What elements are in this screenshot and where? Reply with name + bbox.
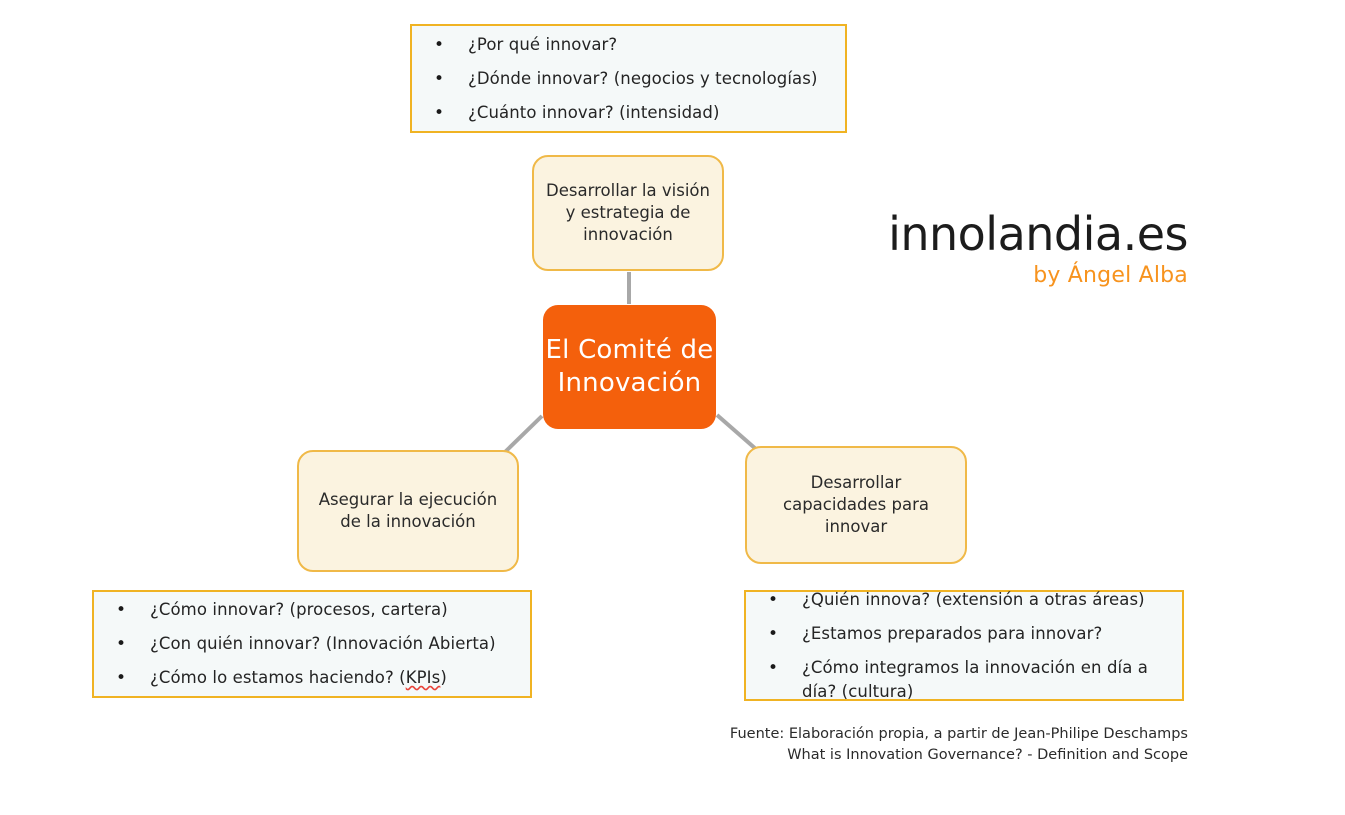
branch-node-capabilities-label: Desarrollar capacidades para innovar [783, 473, 929, 536]
list-item: • ¿Quién innova? (extensión a otras área… [746, 588, 1182, 612]
bullet-text: ¿Con quién innovar? (Innovación Abierta) [150, 634, 496, 653]
list-item: • ¿Con quién innovar? (Innovación Abiert… [94, 632, 530, 656]
bullet-text: ¿Estamos preparados para innovar? [802, 623, 1103, 643]
list-item: • ¿Cómo innovar? (procesos, cartera) [94, 598, 530, 622]
list-item: • ¿Cuánto innovar? (intensidad) [412, 101, 845, 125]
bullet-text: ¿Dónde innovar? (negocios y tecnologías) [468, 68, 818, 88]
bullet-icon: • [116, 634, 127, 654]
bullet-icon: • [434, 102, 445, 123]
connector-center-to-capabilities [715, 413, 759, 452]
bullet-text: ¿Cómo integramos la innovación en día a … [802, 657, 1148, 701]
bullet-text: ¿Quién innova? (extensión a otras áreas) [802, 589, 1145, 609]
bullet-text: ¿Cuánto innovar? (intensidad) [468, 102, 720, 122]
brand-byline: by Ángel Alba [1033, 263, 1188, 288]
misspelled-word: KPIs [405, 668, 441, 687]
branch-node-execution[interactable]: Asegurar la ejecución de la innovación [297, 450, 519, 572]
list-item: • ¿Cómo lo estamos haciendo? (KPIs) [94, 666, 530, 690]
branch-node-vision[interactable]: Desarrollar la visión y estrategia de in… [532, 155, 724, 271]
bullet-icon: • [116, 668, 127, 688]
branch-node-capabilities[interactable]: Desarrollar capacidades para innovar [745, 446, 967, 564]
center-node-innovation-committee[interactable]: El Comité de Innovación [543, 305, 716, 429]
bullet-text-prefix: ¿Cómo lo estamos haciendo? ( [150, 668, 406, 687]
branch-node-execution-label: Asegurar la ejecución de la innovación [318, 490, 498, 531]
bullet-icon: • [768, 589, 779, 610]
bullet-icon: • [116, 600, 127, 620]
source-caption-line2: What is Innovation Governance? - Definit… [787, 747, 1188, 763]
source-caption-line1: Fuente: Elaboración propia, a partir de … [729, 726, 1188, 742]
bullet-text: ¿Por qué innovar? [468, 34, 618, 54]
bullet-box-bottom-right: • ¿Quién innova? (extensión a otras área… [744, 590, 1184, 701]
brand-name: innolandia.es [888, 207, 1188, 261]
list-item: • ¿Dónde innovar? (negocios y tecnología… [412, 67, 845, 91]
bullet-icon: • [768, 657, 779, 678]
list-item: • ¿Cómo integramos la innovación en día … [746, 656, 1182, 704]
bullet-box-bottom-left: • ¿Cómo innovar? (procesos, cartera) • ¿… [92, 590, 532, 698]
bullet-icon: • [768, 623, 779, 644]
connector-center-to-execution [503, 414, 544, 454]
bullet-icon: • [434, 68, 445, 89]
source-caption: Fuente: Elaboración propia, a partir de … [684, 724, 1188, 766]
bullet-text: ¿Cómo lo estamos haciendo? (KPIs) [150, 666, 520, 690]
bullet-icon: • [434, 34, 445, 55]
list-item: • ¿Por qué innovar? [412, 33, 845, 57]
center-node-label: El Comité de Innovación [545, 335, 714, 398]
branch-node-vision-label: Desarrollar la visión y estrategia de in… [546, 181, 710, 244]
bullet-text-suffix: ) [440, 668, 447, 687]
brand-logo: innolandia.es by Ángel Alba [848, 208, 1188, 290]
list-item: • ¿Estamos preparados para innovar? [746, 622, 1182, 646]
bullet-text: ¿Cómo innovar? (procesos, cartera) [150, 600, 448, 619]
bullet-box-top: • ¿Por qué innovar? • ¿Dónde innovar? (n… [410, 24, 847, 133]
